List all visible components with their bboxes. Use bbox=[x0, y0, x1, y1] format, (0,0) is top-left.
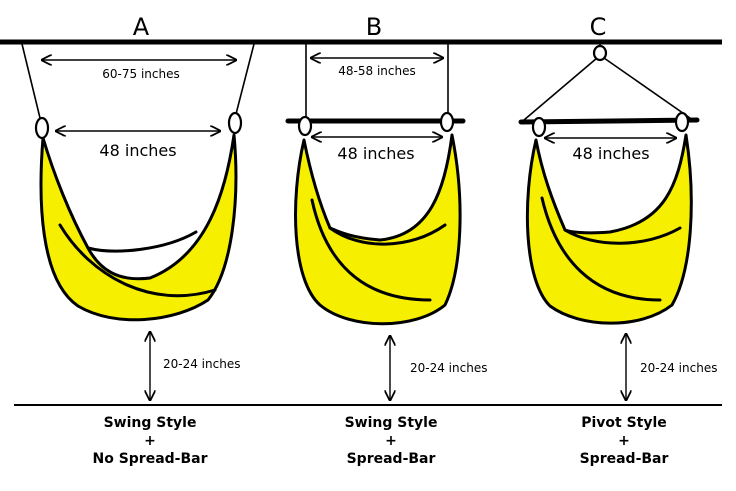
panel-c-seat-width: 48 inches bbox=[572, 144, 649, 163]
panel-c-height: 20-24 inches bbox=[640, 361, 717, 375]
panel-c-caption-line2: + bbox=[618, 433, 630, 449]
panel-c-caption-line3: Spread-Bar bbox=[580, 451, 669, 467]
panel-a-seat-width: 48 inches bbox=[99, 141, 176, 160]
panel-c-letter: C bbox=[590, 13, 607, 41]
panel-a-caption-line1: Swing Style bbox=[104, 415, 197, 431]
panel-b-seat-width: 48 inches bbox=[337, 144, 414, 163]
panel-a-caption-line2: + bbox=[144, 433, 156, 449]
panel-a-height: 20-24 inches bbox=[163, 357, 240, 371]
panel-c-caption-line1: Pivot Style bbox=[581, 415, 667, 431]
panel-a-letter: A bbox=[133, 13, 150, 41]
panel-b-letter: B bbox=[366, 13, 382, 41]
panel-b-caption-line3: Spread-Bar bbox=[347, 451, 436, 467]
panel-c-hammock bbox=[518, 44, 700, 325]
panel-b-caption-line2: + bbox=[385, 433, 397, 449]
panel-b-top-width: 48-58 inches bbox=[338, 64, 415, 78]
panel-a-top-width: 60-75 inches bbox=[102, 67, 179, 81]
panel-a-caption-line3: No Spread-Bar bbox=[92, 451, 207, 467]
panel-b-caption-line1: Swing Style bbox=[345, 415, 438, 431]
panel-b-height: 20-24 inches bbox=[410, 361, 487, 375]
panel-a-hammock bbox=[21, 43, 255, 322]
panel-b-hammock bbox=[285, 44, 466, 326]
